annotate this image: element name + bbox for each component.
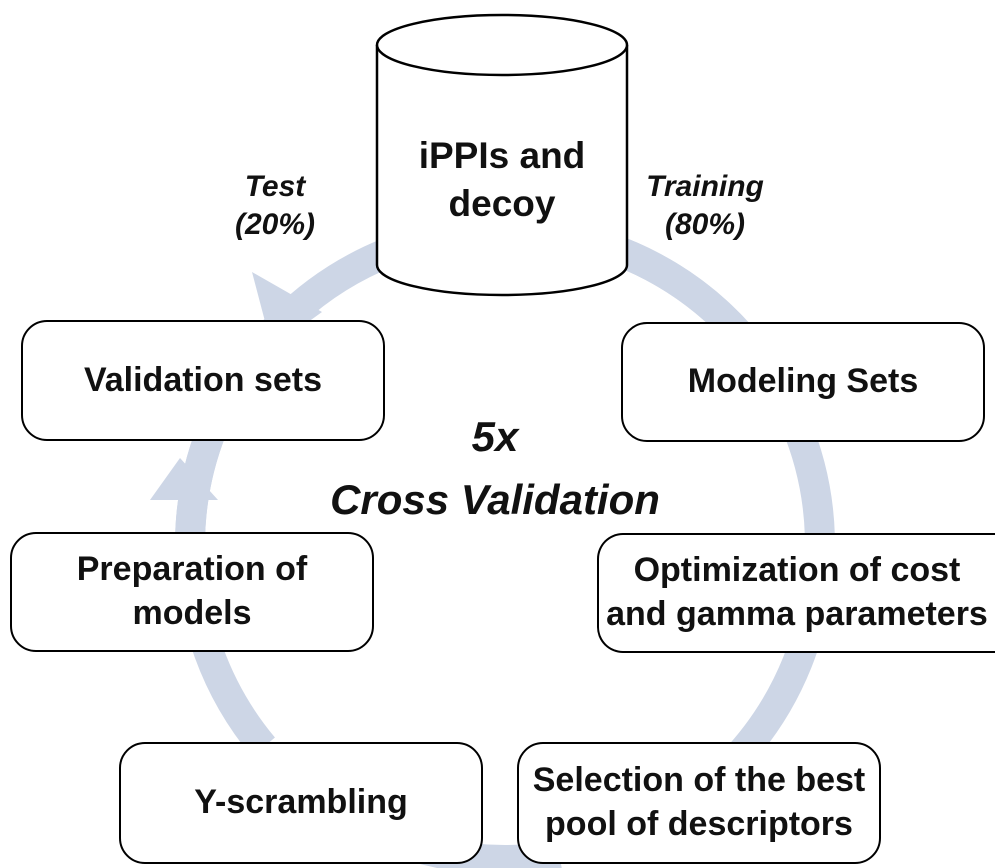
training-label-line2: (80%)	[664, 207, 746, 241]
selection-label-line1: Selection of the best	[532, 761, 866, 800]
selection-box: Selection of the best pool of descriptor…	[517, 742, 881, 864]
y-scrambling-box: Y-scrambling	[119, 742, 483, 864]
database-cylinder	[375, 13, 629, 297]
training-split-label: Training (80%)	[630, 168, 780, 243]
preparation-label-line2: models	[132, 594, 252, 632]
y-scrambling-label: Y-scrambling	[194, 783, 408, 822]
upward-arrowhead	[150, 458, 218, 500]
selection-label-line2: pool of descriptors	[545, 805, 853, 843]
training-label-line1: Training	[646, 170, 764, 203]
database-label-line1: iPPIs and	[418, 135, 586, 176]
optimization-label-line2: and gamma parameters	[606, 595, 988, 633]
modeling-sets-box: Modeling Sets	[621, 322, 985, 442]
center-title-line1: 5x	[471, 413, 519, 460]
database-label: iPPIs and decoy	[387, 132, 617, 228]
test-label-line2: (20%)	[234, 207, 316, 241]
center-title: 5x Cross Validation	[290, 405, 700, 531]
optimization-box: Optimization of cost and gamma parameter…	[597, 533, 995, 653]
test-split-label: Test (20%)	[210, 168, 340, 243]
optimization-label-line1: Optimization of cost	[633, 551, 961, 590]
preparation-label-line1: Preparation of	[76, 550, 308, 589]
database-label-line2: decoy	[448, 183, 556, 225]
validation-sets-label: Validation sets	[83, 360, 323, 399]
test-label-line1: Test	[244, 170, 306, 203]
center-title-line2: Cross Validation	[330, 476, 660, 523]
modeling-sets-label: Modeling Sets	[687, 362, 919, 401]
validation-sets-box: Validation sets	[21, 320, 385, 441]
preparation-of-models-box: Preparation of models	[10, 532, 374, 652]
